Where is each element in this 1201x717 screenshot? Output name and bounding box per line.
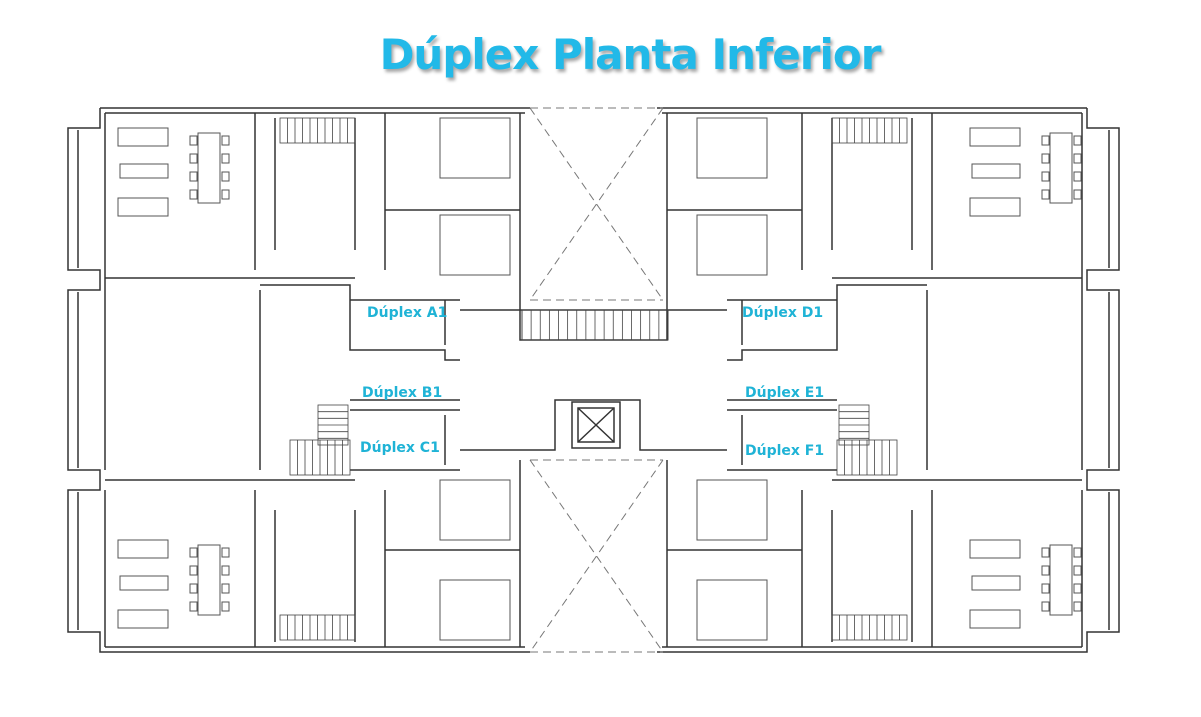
bed-7-bed-icon bbox=[696, 479, 768, 541]
living-c-sofa-icon bbox=[117, 539, 169, 559]
living-a-chair-icon bbox=[189, 189, 198, 200]
label-duplex-c1: Dúplex C1 bbox=[360, 440, 440, 456]
living-f-chair-icon bbox=[1073, 583, 1082, 594]
living-a-chair-icon bbox=[221, 171, 230, 182]
bed-5-bed-icon bbox=[696, 117, 768, 179]
left-block-walls bbox=[67, 107, 530, 653]
living-f-chair-icon bbox=[1041, 565, 1050, 576]
label-duplex-b1: Dúplex B1 bbox=[362, 385, 442, 401]
elevator-icon bbox=[571, 401, 621, 449]
living-f-chair-icon bbox=[1073, 547, 1082, 558]
right-block-walls bbox=[657, 107, 1120, 653]
label-duplex-f1: Dúplex F1 bbox=[745, 443, 824, 459]
living-d-chair-icon bbox=[1073, 153, 1082, 164]
living-c-sofa-icon bbox=[117, 609, 169, 629]
living-f-table-icon bbox=[971, 575, 1021, 591]
label-duplex-d1: Dúplex D1 bbox=[742, 305, 823, 321]
living-f-chair-icon bbox=[1041, 601, 1050, 612]
living-a-chair-icon bbox=[221, 153, 230, 164]
living-a-chair-icon bbox=[189, 153, 198, 164]
label-duplex-e1: Dúplex E1 bbox=[745, 385, 824, 401]
living-c-dining-table-icon bbox=[197, 544, 221, 616]
bed-1-bed-icon bbox=[439, 117, 511, 179]
living-d-chair-icon bbox=[1041, 189, 1050, 200]
living-c-chair-icon bbox=[221, 547, 230, 558]
bed-4-bed-icon bbox=[439, 579, 511, 641]
bed-2-bed-icon bbox=[439, 214, 511, 276]
label-duplex-a1: Dúplex A1 bbox=[367, 305, 447, 321]
living-d-chair-icon bbox=[1073, 135, 1082, 146]
unit-stairs bbox=[279, 117, 908, 641]
living-c-chair-icon bbox=[221, 583, 230, 594]
bed-6-bed-icon bbox=[696, 214, 768, 276]
living-a-chair-icon bbox=[189, 135, 198, 146]
living-d-chair-icon bbox=[1073, 189, 1082, 200]
page-title: Dúplex Planta Inferior bbox=[379, 30, 882, 79]
bed-3-bed-icon bbox=[439, 479, 511, 541]
bed-8-bed-icon bbox=[696, 579, 768, 641]
furniture bbox=[117, 117, 1082, 641]
living-f-chair-icon bbox=[1073, 565, 1082, 576]
living-f-sofa-icon bbox=[969, 539, 1021, 559]
living-a-table-icon bbox=[119, 163, 169, 179]
living-a-sofa-icon bbox=[117, 197, 169, 217]
living-c-chair-icon bbox=[221, 565, 230, 576]
living-a-sofa-icon bbox=[117, 127, 169, 147]
living-c-chair-icon bbox=[221, 601, 230, 612]
living-d-sofa-icon bbox=[969, 127, 1021, 147]
living-f-chair-icon bbox=[1041, 583, 1050, 594]
living-d-table-icon bbox=[971, 163, 1021, 179]
living-c-table-icon bbox=[119, 575, 169, 591]
living-f-chair-icon bbox=[1041, 547, 1050, 558]
unit-labels: Dúplex A1 Dúplex B1 Dúplex C1 Dúplex D1 … bbox=[360, 305, 824, 459]
living-a-chair-icon bbox=[221, 189, 230, 200]
living-d-chair-icon bbox=[1041, 135, 1050, 146]
living-a-chair-icon bbox=[221, 135, 230, 146]
living-c-chair-icon bbox=[189, 547, 198, 558]
living-d-sofa-icon bbox=[969, 197, 1021, 217]
living-d-chair-icon bbox=[1041, 171, 1050, 182]
living-a-chair-icon bbox=[189, 171, 198, 182]
living-d-dining-table-icon bbox=[1049, 132, 1073, 204]
living-c-chair-icon bbox=[189, 601, 198, 612]
central-voids bbox=[529, 107, 664, 653]
living-f-dining-table-icon bbox=[1049, 544, 1073, 616]
living-f-chair-icon bbox=[1073, 601, 1082, 612]
living-d-chair-icon bbox=[1041, 153, 1050, 164]
living-c-chair-icon bbox=[189, 565, 198, 576]
living-d-chair-icon bbox=[1073, 171, 1082, 182]
living-c-chair-icon bbox=[189, 583, 198, 594]
living-f-sofa-icon bbox=[969, 609, 1021, 629]
living-a-dining-table-icon bbox=[197, 132, 221, 204]
